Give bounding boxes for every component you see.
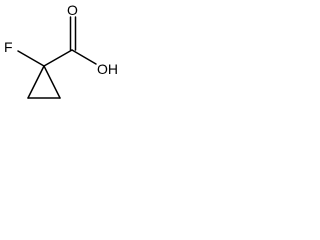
carbonyl-oxygen-label: O [67,2,78,18]
structure-diagram: F O OH [4,2,118,99]
bond-c-f [17,50,45,67]
ring-bond-top-left [27,65,45,99]
bond-c-oh [71,49,97,65]
ring-bond-top-right [43,65,61,99]
bond-c-carboxyl [43,49,73,67]
cyclopropane-ring [27,65,61,99]
hydroxyl-label: OH [97,61,118,77]
fluorine-label: F [4,39,13,55]
carbonyl-double-bond [69,16,77,51]
